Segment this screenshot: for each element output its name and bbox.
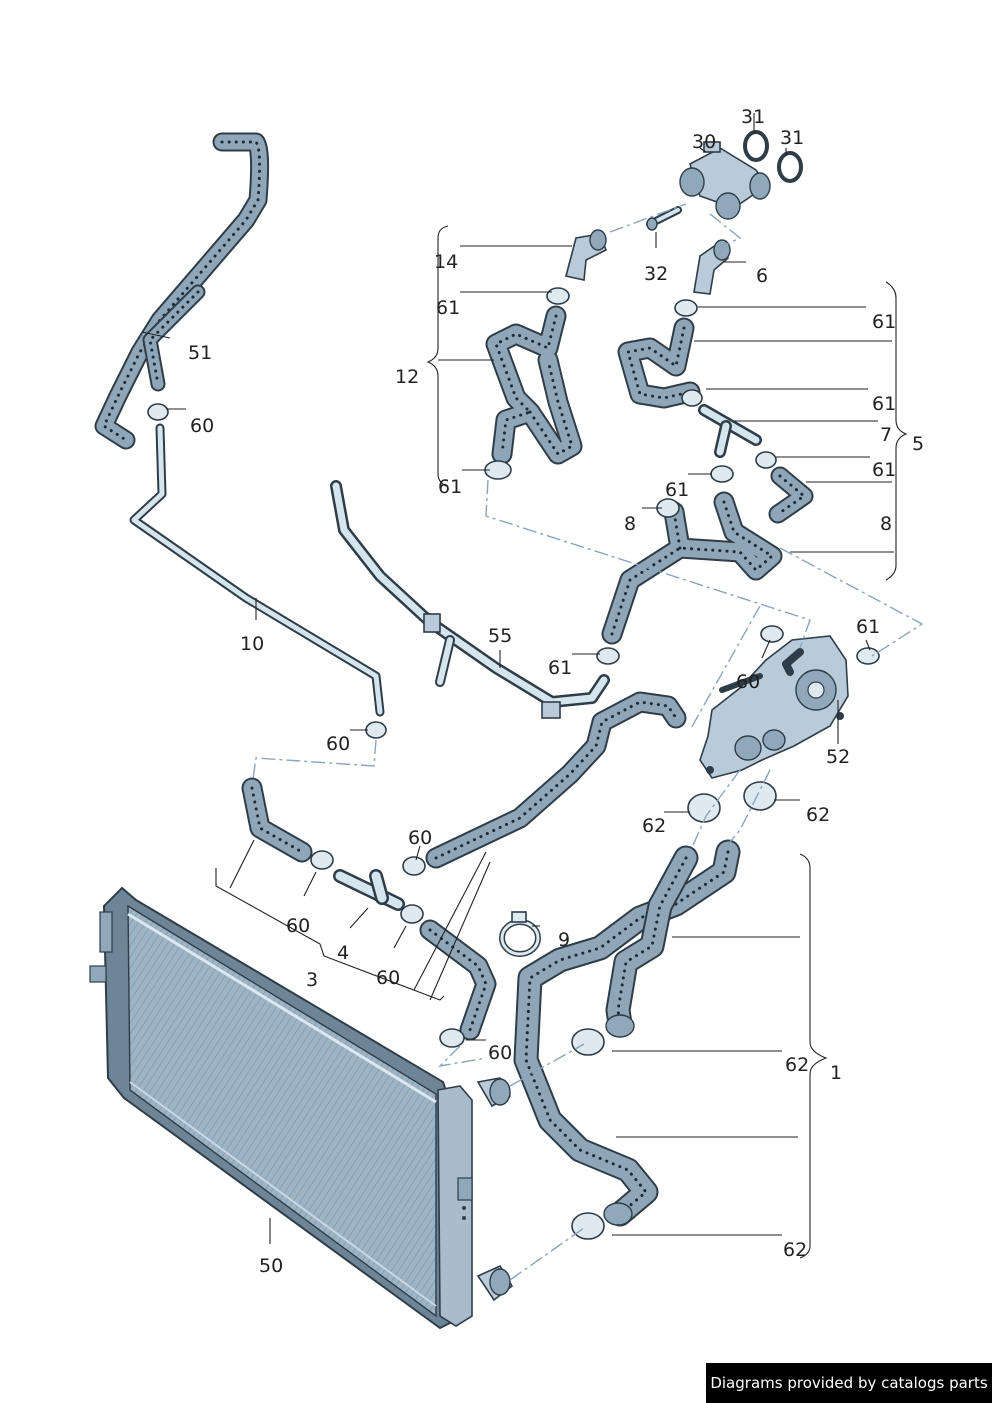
callout-52: 52 (826, 746, 850, 768)
connector-14 (565, 229, 608, 281)
connector-6 (693, 239, 731, 295)
pipe-55 (330, 480, 610, 719)
hose-12 (485, 305, 583, 465)
callout-60: 60 (190, 415, 214, 437)
callout-9: 9 (558, 929, 570, 951)
callout-62: 62 (783, 1239, 807, 1261)
callout-14: 14 (434, 251, 458, 273)
callout-4: 4 (337, 942, 349, 964)
assembly-lines (251, 203, 924, 1281)
callout-7: 7 (880, 424, 892, 446)
o-ring-31 (743, 130, 803, 183)
callout-60: 60 (736, 671, 760, 693)
clamp-9 (499, 911, 541, 957)
callout-60: 60 (326, 733, 350, 755)
hose-8 (601, 491, 783, 645)
hose-51 (94, 132, 270, 450)
hose-3 (425, 691, 687, 869)
callout-51: 51 (188, 342, 212, 364)
callout-60: 60 (376, 967, 400, 989)
callout-61: 61 (872, 393, 896, 415)
callout-12: 12 (395, 366, 419, 388)
callout-32: 32 (644, 263, 668, 285)
t-piece-7 (698, 404, 762, 458)
callout-6: 6 (756, 265, 768, 287)
callout-8: 8 (880, 513, 892, 535)
callout-61: 61 (856, 616, 880, 638)
leaders (141, 113, 908, 1259)
radiator (89, 886, 514, 1330)
callout-31: 31 (741, 106, 765, 128)
callout-60: 60 (408, 827, 432, 849)
callout-62: 62 (806, 804, 830, 826)
callout-1: 1 (830, 1062, 842, 1084)
t-piece-4 (333, 869, 405, 911)
callout-61: 61 (872, 311, 896, 333)
callout-62: 62 (642, 815, 666, 837)
callout-50: 50 (259, 1255, 283, 1277)
callout-31: 31 (780, 127, 804, 149)
callout-8: 8 (624, 513, 636, 535)
water-pump-52 (699, 635, 849, 779)
callout-55: 55 (488, 625, 512, 647)
footer-credit: Diagrams provided by catalogs parts (706, 1363, 992, 1403)
callout-60: 60 (488, 1042, 512, 1064)
bolt-32 (646, 206, 682, 231)
hose-1 (513, 839, 741, 1227)
callout-61: 61 (438, 476, 462, 498)
thermostat-housing-30 (679, 141, 771, 220)
callout-61: 61 (665, 479, 689, 501)
callout-10: 10 (240, 633, 264, 655)
callout-labels: 31 31 30 14 32 6 61 61 12 61 7 5 61 61 6… (188, 106, 924, 1277)
callout-61: 61 (436, 297, 460, 319)
hose-5 (617, 317, 814, 524)
callout-62: 62 (785, 1054, 809, 1076)
callout-30: 30 (692, 131, 716, 153)
callout-61: 61 (872, 459, 896, 481)
callout-3: 3 (306, 969, 318, 991)
callout-61: 61 (548, 657, 572, 679)
callout-60: 60 (286, 915, 310, 937)
callout-5: 5 (912, 433, 924, 455)
pipe-10 (129, 423, 385, 717)
hose-4 (241, 777, 497, 1041)
